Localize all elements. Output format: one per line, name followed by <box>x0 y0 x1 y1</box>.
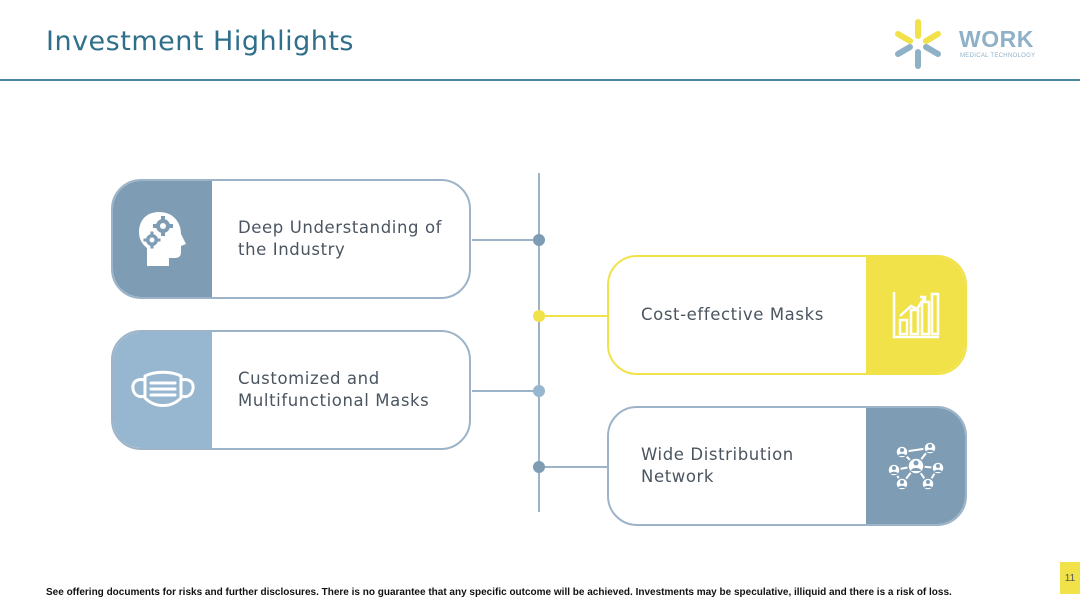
header-rule <box>0 79 1080 81</box>
timeline-node <box>533 310 545 322</box>
timeline-node <box>533 385 545 397</box>
head-gears-icon <box>138 212 186 266</box>
logo-subtitle: MEDICAL TECHNOLOGY <box>960 53 1036 59</box>
bar-chart-growth-icon <box>892 292 939 339</box>
highlight-card-distribution: Wide Distribution Network <box>607 406 967 526</box>
logo-wordmark: WORK <box>959 26 1034 52</box>
highlight-card-masks: Customized and Multifunctional Masks <box>111 330 471 450</box>
page-title: Investment Highlights <box>46 26 354 57</box>
face-mask-icon <box>130 370 195 407</box>
risk-disclaimer: See offering documents for risks and fur… <box>46 587 952 598</box>
logo-mark-icon <box>895 19 941 69</box>
timeline-node <box>533 461 545 473</box>
highlight-card-industry: Deep Understanding of the Industry <box>111 179 471 299</box>
highlight-label: Cost-effective Masks <box>641 305 824 324</box>
timeline-node <box>533 234 545 246</box>
highlight-label: Customized and Multifunctional Masks <box>238 369 430 410</box>
company-logo: WORK MEDICAL TECHNOLOGY <box>892 16 1052 74</box>
highlight-card-cost: Cost-effective Masks <box>607 255 967 375</box>
people-network-icon <box>886 441 945 491</box>
highlight-label: Wide Distribution Network <box>641 445 794 486</box>
page-number: 11 <box>1060 562 1080 594</box>
highlight-label: Deep Understanding of the Industry <box>238 218 443 259</box>
